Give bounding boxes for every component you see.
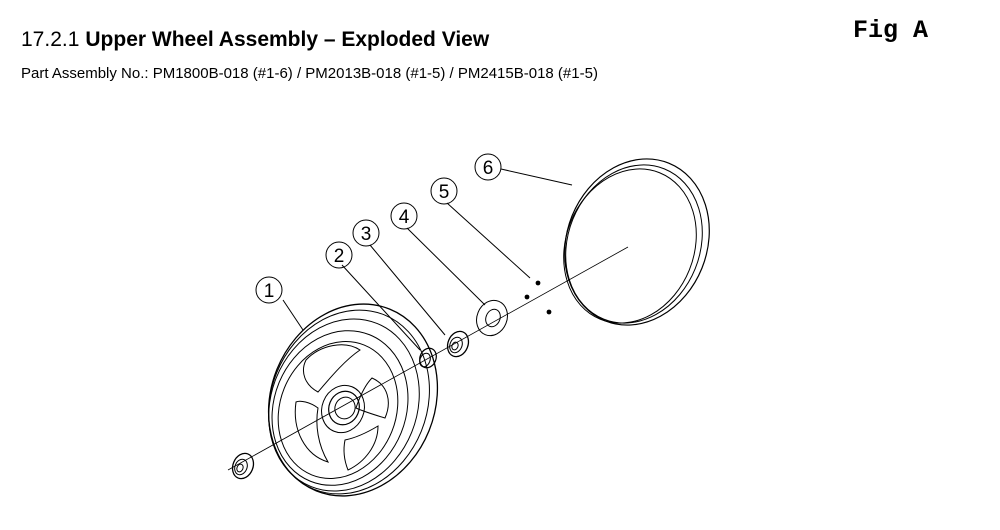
section-title: Upper Wheel Assembly – Exploded View <box>85 28 490 51</box>
callout-6: 6 <box>483 158 494 179</box>
figure-label: Fig A <box>853 16 929 45</box>
callout-5: 5 <box>439 182 450 203</box>
part-4-washer-plate <box>476 299 508 337</box>
part-6-tire <box>563 158 710 326</box>
lower-bearing <box>231 452 255 480</box>
part-2-spacer <box>419 347 437 369</box>
callout-1: 1 <box>264 281 275 302</box>
part-1-wheel <box>267 303 439 497</box>
callout-3: 3 <box>361 224 372 245</box>
callout-2: 2 <box>334 246 345 267</box>
part-5-screws <box>524 280 552 315</box>
assembly-axis-line <box>227 246 629 471</box>
part-3-bearing <box>446 330 470 358</box>
section-number: 17.2.1 <box>21 28 80 51</box>
callout-4: 4 <box>399 207 410 228</box>
part-assembly-numbers: Part Assembly No.: PM1800B-018 (#1-6) / … <box>21 65 598 82</box>
